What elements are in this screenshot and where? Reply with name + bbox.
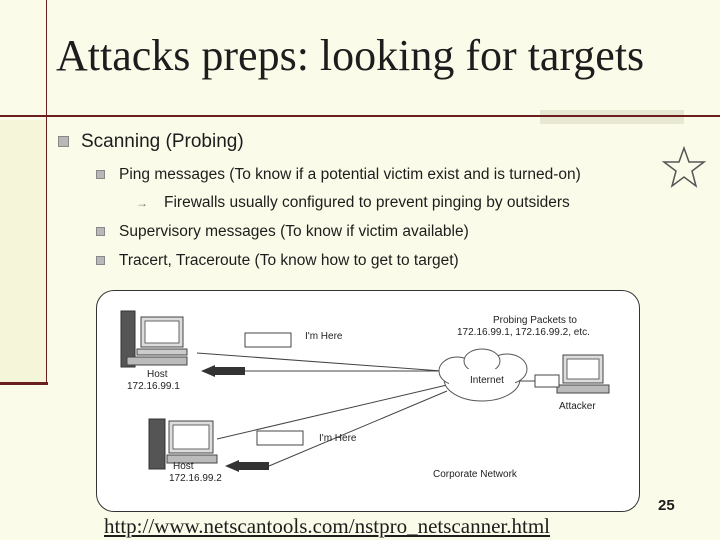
bullet-supervisory-text: Supervisory messages (To know if victim … — [119, 223, 469, 240]
page-number: 25 — [658, 497, 675, 514]
host2-ip: 172.16.99.2 — [169, 473, 222, 484]
bullet-ping: Ping messages (To know if a potential vi… — [96, 166, 581, 184]
left-accent-bar-top — [0, 0, 47, 120]
bullet-ping-text: Ping messages (To know if a potential vi… — [119, 166, 581, 183]
bullet-tracert: Tracert, Traceroute (To know how to get … — [96, 252, 459, 270]
corporate-network-label: Corporate Network — [433, 469, 518, 480]
bullet-tracert-text: Tracert, Traceroute (To know how to get … — [119, 252, 459, 269]
host2-label: Host — [173, 461, 194, 472]
arrow-bullet-icon: → — [136, 195, 148, 210]
bullet-firewalls: → Firewalls usually configured to prevent… — [136, 194, 570, 212]
host1-ip: 172.16.99.1 — [127, 381, 180, 392]
square-bullet-icon — [96, 170, 105, 180]
reply2-label: I'm Here — [319, 433, 357, 444]
left-accent-bar-end — [0, 382, 48, 385]
host1-label: Host — [147, 369, 168, 380]
probe-line2: 172.16.99.1, 172.16.99.2, etc. — [457, 327, 590, 338]
square-bullet-icon — [96, 227, 105, 237]
bullet-firewalls-text: Firewalls usually configured to prevent … — [164, 194, 570, 211]
title-rule-shade — [540, 110, 684, 124]
bullet-supervisory: Supervisory messages (To know if victim … — [96, 223, 469, 241]
reply1-label: I'm Here — [305, 331, 343, 342]
left-accent-bar-middle — [0, 120, 47, 382]
title-divider — [0, 115, 720, 117]
square-bullet-icon — [58, 136, 69, 148]
bullet-scanning-text: Scanning (Probing) — [81, 131, 244, 152]
bullet-scanning: Scanning (Probing) — [58, 131, 244, 153]
network-diagram: Host 172.16.99.1 Host 172.16.99.2 I'm He… — [96, 290, 640, 512]
internet-cloud-icon — [438, 348, 528, 402]
attacker-computer-icon — [556, 354, 610, 394]
probe-line1: Probing Packets to — [493, 315, 577, 326]
host-computer-icon — [120, 310, 188, 368]
reference-link[interactable]: http://www.netscantools.com/nstpro_netsc… — [104, 514, 550, 538]
slide-title: Attacks preps: looking for targets — [56, 31, 645, 80]
internet-label: Internet — [470, 375, 504, 386]
host-computer-icon — [148, 418, 218, 470]
attacker-label: Attacker — [559, 401, 596, 412]
square-bullet-icon — [96, 256, 105, 266]
star-icon — [662, 146, 706, 188]
